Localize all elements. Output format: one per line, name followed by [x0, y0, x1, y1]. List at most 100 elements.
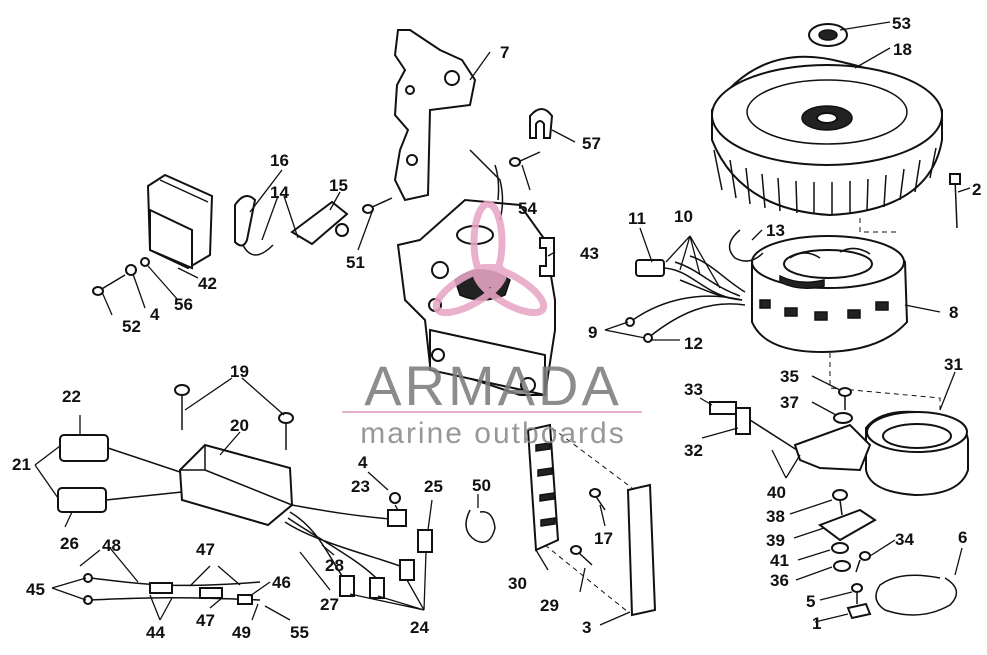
- propeller-logo: [432, 200, 548, 317]
- callout-14: 14: [270, 183, 289, 202]
- callout-37: 37: [780, 393, 799, 412]
- sensor-32-part: [709, 401, 872, 472]
- pin-2-part: [949, 173, 961, 229]
- screw-51-part: [362, 197, 393, 214]
- callout-5: 5: [806, 592, 815, 611]
- boot-16-part: [234, 195, 274, 256]
- dash-leader-8-31: [829, 353, 941, 410]
- screw-5-part: [851, 583, 863, 604]
- dash-leader-flywheel-stator: [859, 218, 900, 233]
- washer-56-part: [140, 257, 150, 267]
- callout-33: 33: [684, 380, 703, 399]
- washer-37-part: [833, 412, 853, 424]
- callout-54: 54: [518, 199, 537, 218]
- watermark-tagline: marine outboards: [360, 417, 625, 450]
- callout-26: 26: [60, 534, 79, 553]
- callout-42: 42: [198, 274, 217, 293]
- callout-40: 40: [767, 483, 786, 502]
- nut-36-part: [833, 560, 851, 572]
- washer-4-part: [125, 264, 137, 276]
- connectors-21-part: [57, 434, 183, 513]
- coil-42-part: [146, 173, 214, 270]
- harness-48-part: [83, 573, 261, 605]
- callout-4-mid: 4: [358, 453, 368, 472]
- callout-27: 27: [320, 595, 339, 614]
- callout-numbers: 1 2 3 4 4 5 6 7 8 9 10 11 12 13 14 15 16…: [12, 14, 981, 642]
- callout-8: 8: [949, 303, 958, 322]
- callout-20: 20: [230, 416, 249, 435]
- plate-39-part: [817, 508, 877, 542]
- callout-3: 3: [582, 618, 591, 637]
- callout-43: 43: [580, 244, 599, 263]
- callout-30: 30: [508, 574, 527, 593]
- callout-39: 39: [766, 531, 785, 550]
- timer-base-31-part: [865, 410, 969, 497]
- callout-57: 57: [582, 134, 601, 153]
- callout-47-upper: 47: [196, 540, 215, 559]
- screw-35-part: [838, 387, 852, 410]
- stator-8-part: [751, 235, 909, 354]
- callout-49: 49: [232, 623, 251, 642]
- screw-52-part: [92, 274, 126, 296]
- callout-55: 55: [290, 623, 309, 642]
- callout-22: 22: [62, 387, 81, 406]
- clip-43-part: [539, 237, 555, 277]
- callout-52: 52: [122, 317, 141, 336]
- callout-29: 29: [540, 596, 559, 615]
- callout-16: 16: [270, 151, 289, 170]
- callout-36: 36: [770, 571, 789, 590]
- callout-7: 7: [500, 43, 509, 62]
- power-pack-20-part: [178, 443, 294, 527]
- callout-15: 15: [329, 176, 348, 195]
- watermark-brand: ARMADA: [364, 354, 622, 417]
- ring-6-part: [875, 574, 958, 616]
- callout-23: 23: [351, 477, 370, 496]
- callout-44: 44: [146, 623, 165, 642]
- callout-47-lower: 47: [196, 611, 215, 630]
- callout-38: 38: [766, 507, 785, 526]
- screw-34-part: [855, 551, 871, 573]
- clamp-50-part: [465, 509, 496, 543]
- leads-10-11-12-part: [625, 255, 746, 343]
- callout-25: 25: [424, 477, 443, 496]
- callout-11: 11: [628, 209, 646, 228]
- callout-10: 10: [674, 207, 693, 226]
- callout-41: 41: [770, 551, 789, 570]
- terminal-block-30-part: [526, 423, 560, 552]
- callout-56: 56: [174, 295, 193, 314]
- screw-54-part: [509, 151, 541, 167]
- callout-51: 51: [346, 253, 365, 272]
- screw-17-part: [589, 488, 606, 511]
- callout-21: 21: [12, 455, 31, 474]
- callout-12: 12: [684, 334, 703, 353]
- watermark: ARMADA marine outboards: [342, 200, 642, 450]
- screw-29-part: [570, 545, 593, 566]
- callout-17: 17: [594, 529, 613, 548]
- callout-9: 9: [588, 323, 597, 342]
- callout-19: 19: [230, 362, 249, 381]
- callout-24: 24: [410, 618, 429, 637]
- callout-18: 18: [893, 40, 912, 59]
- callout-6: 6: [958, 528, 967, 547]
- washer-41-part: [831, 542, 849, 554]
- shield-3-part: [626, 483, 657, 617]
- screws-19-part: [174, 384, 294, 450]
- stud-38-part: [832, 489, 848, 516]
- callout-46: 46: [272, 573, 291, 592]
- callout-34: 34: [895, 530, 914, 549]
- callout-31: 31: [944, 355, 963, 374]
- nut-53-part: [808, 23, 848, 47]
- callout-28: 28: [325, 556, 344, 575]
- callout-53: 53: [892, 14, 911, 33]
- callout-50: 50: [472, 476, 491, 495]
- callout-45: 45: [26, 580, 45, 599]
- callout-32: 32: [684, 441, 703, 460]
- callout-48: 48: [102, 536, 121, 555]
- callout-13: 13: [766, 221, 785, 240]
- boot-15-part: [290, 200, 349, 246]
- callout-35: 35: [780, 367, 799, 386]
- callout-2: 2: [972, 180, 981, 199]
- clip-13-part: [728, 229, 764, 262]
- terminal-23-part: [387, 492, 407, 527]
